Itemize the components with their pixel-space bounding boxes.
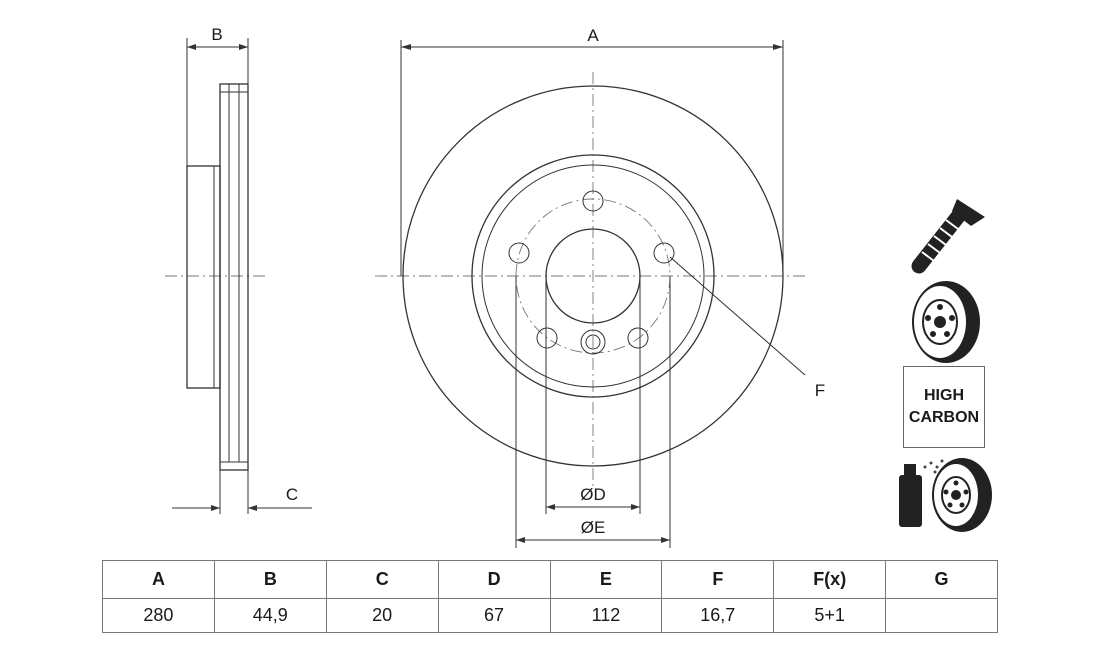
dimension-f: F xyxy=(669,256,825,400)
disc-side-view xyxy=(165,83,265,471)
table-value-row: 280 44,9 20 67 112 16,7 5+1 xyxy=(102,598,998,633)
header-cell-f: F xyxy=(661,560,775,599)
dimension-table: A B C D E F F(x) G 280 44,9 20 67 112 16… xyxy=(102,560,998,633)
value-cell-d: 67 xyxy=(437,598,551,633)
header-cell-e: E xyxy=(549,560,663,599)
dimension-e: ØE xyxy=(515,276,671,548)
dimension-b-label: B xyxy=(211,25,222,44)
header-cell-g: G xyxy=(885,560,998,599)
dimension-c: C xyxy=(172,470,312,514)
high-carbon-line2: CARBON xyxy=(908,409,980,426)
table-header-row: A B C D E F F(x) G xyxy=(102,560,998,599)
brake-disc-icon xyxy=(912,281,980,363)
dimension-b: B xyxy=(186,25,249,166)
value-cell-b: 44,9 xyxy=(213,598,327,633)
value-cell-g xyxy=(885,598,998,633)
header-cell-d: D xyxy=(437,560,551,599)
dimension-a: A xyxy=(400,26,784,276)
disc-front-view xyxy=(375,72,808,488)
dimension-d: ØD xyxy=(545,276,641,514)
dimension-c-label: C xyxy=(286,485,298,504)
header-cell-a: A xyxy=(102,560,215,599)
value-cell-fx: 5+1 xyxy=(773,598,887,633)
header-cell-b: B xyxy=(213,560,327,599)
value-cell-a: 280 xyxy=(102,598,215,633)
dimension-f-label: F xyxy=(815,381,825,400)
header-cell-fx: F(x) xyxy=(773,560,887,599)
value-cell-c: 20 xyxy=(325,598,439,633)
spray-coating-icon xyxy=(899,458,992,532)
dimension-e-label: ØE xyxy=(581,518,606,537)
high-carbon-badge: HIGH CARBON xyxy=(903,366,985,448)
value-cell-f: 16,7 xyxy=(661,598,775,633)
screw-icon xyxy=(911,199,985,274)
dimension-a-label: A xyxy=(587,26,599,45)
dimension-d-label: ØD xyxy=(580,485,606,504)
value-cell-e: 112 xyxy=(549,598,663,633)
header-cell-c: C xyxy=(325,560,439,599)
high-carbon-line1: HIGH xyxy=(924,387,964,404)
